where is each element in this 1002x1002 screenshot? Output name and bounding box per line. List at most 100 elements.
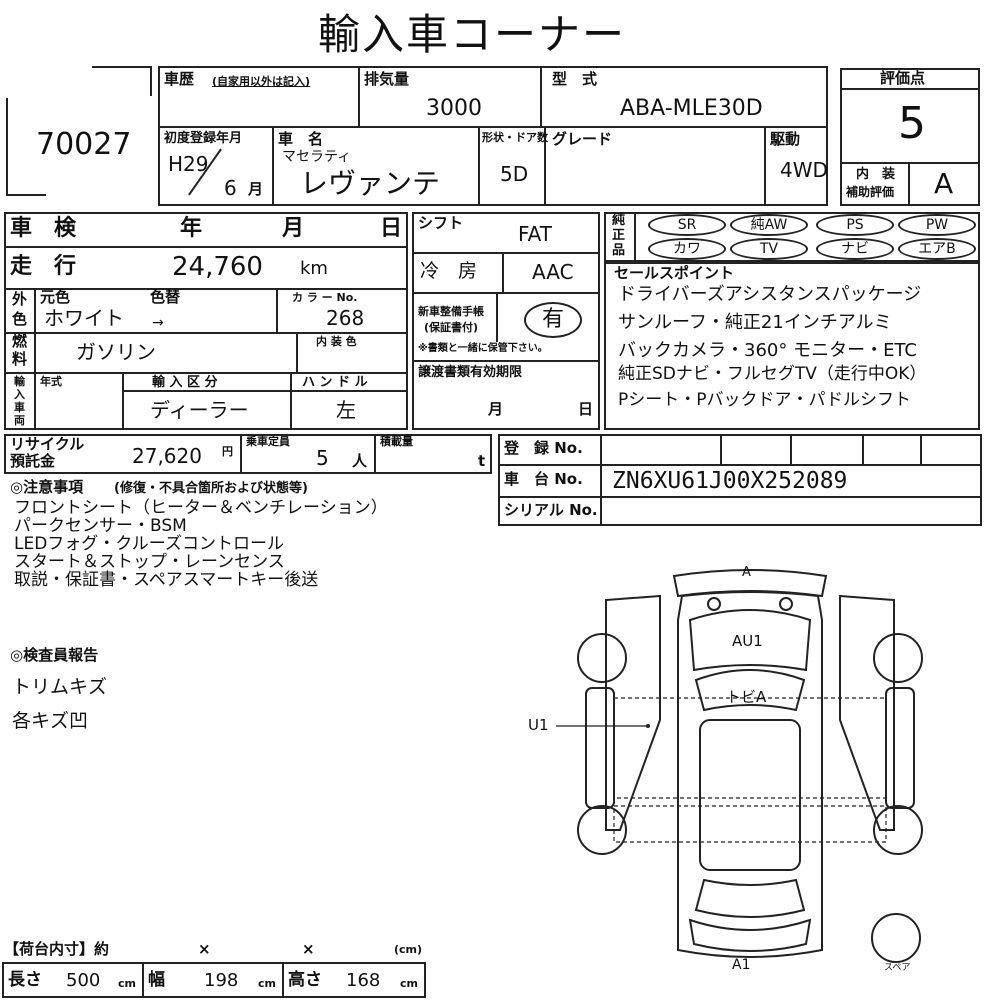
diagram-mark-hood: AU1 [732, 632, 763, 650]
length-unit: cm [118, 977, 136, 990]
history-note: (自家用以外は記入) [212, 75, 311, 88]
fuel-side-2: 料 [12, 350, 28, 368]
color-side-1: 外 [12, 290, 28, 308]
capacity-value: 5 [316, 446, 329, 470]
recycle-value: 27,620 [132, 444, 202, 468]
fuel-side-1: 燃 [12, 332, 28, 350]
aircon-value: AAC [532, 260, 574, 284]
equip-sr: SR [648, 214, 726, 236]
maintenance-label-1: 新車整備手帳 [418, 305, 484, 318]
import-side-4: 両 [14, 414, 25, 427]
registration-label: 登 録 No. [504, 439, 583, 457]
grade-label: グレード [552, 130, 613, 148]
lot-bracket-left [6, 98, 8, 196]
equip-ps: PS [816, 214, 894, 236]
mileage-value: 24,760 [172, 252, 263, 282]
equipment-label-1: 純 [612, 213, 626, 228]
sales-point-line: ドライバーズアシスタンスパッケージ [618, 284, 922, 305]
shift-value: FAT [518, 222, 553, 246]
height-label: 高さ [288, 970, 322, 990]
car-maker: マセラティ [282, 149, 352, 165]
lot-number: 70027 [36, 127, 132, 162]
inspection-day: 日 [380, 216, 403, 241]
car-damage-diagram [556, 569, 923, 963]
interior-score: A [934, 167, 954, 200]
import-year-label: 年式 [40, 375, 62, 388]
fuel-value: ガソリン [76, 340, 156, 364]
note-line: LEDフォグ・クルーズコントロール [14, 534, 284, 554]
displacement-label: 排気量 [364, 70, 410, 88]
equip-leather: カワ [648, 238, 726, 260]
height-unit: cm [400, 977, 418, 990]
equip-pw: PW [898, 214, 976, 236]
capacity-unit: 人 [352, 452, 368, 470]
serial-label: シリアル No. [504, 501, 598, 519]
inspection-month: 月 [282, 216, 305, 241]
inspector-heading: ◎検査員報告 [10, 646, 99, 664]
width-label: 幅 [148, 970, 165, 990]
model-code-value: ABA-MLE30D [620, 96, 763, 121]
inspection-table [4, 212, 408, 430]
shift-table [412, 212, 600, 430]
diagram-mark-front: A [742, 565, 751, 580]
note-line: フロントシート（ヒーター＆ベンチレーション） [14, 498, 388, 518]
vehicle-info-table [158, 66, 828, 206]
width-value: 198 [204, 970, 239, 991]
lot-bracket-bottom [6, 194, 46, 196]
spare-tire-label: スペア [884, 963, 911, 973]
color-code-value: 268 [326, 306, 365, 330]
import-class-value: ディーラー [150, 398, 249, 422]
load-unit: t [478, 452, 486, 470]
cargo-x-1: × [198, 940, 211, 958]
recycle-row [4, 434, 492, 474]
car-name-label: 車 名 [278, 130, 324, 148]
transfer-docs-label: 譲渡書類有効期限 [418, 365, 523, 380]
equipment-box [604, 212, 980, 262]
length-value: 500 [66, 970, 101, 991]
capacity-label: 乗車定員 [246, 435, 290, 448]
mileage-label: 走 行 [10, 254, 77, 279]
cargo-x-2: × [302, 940, 315, 958]
orig-color-label: 元色 [40, 288, 71, 306]
first-reg-label: 初度登録年月 [164, 131, 243, 146]
note-line: スタート＆ストップ・レーンセンス [14, 552, 285, 572]
rating-score: 5 [898, 98, 926, 149]
sales-point-line: サンルーフ・純正21インチアルミ [618, 312, 892, 333]
equip-navi: ナビ [816, 238, 894, 260]
color-side-2: 色 [12, 310, 28, 328]
handle-value: 左 [336, 398, 356, 422]
length-label: 長さ [8, 970, 42, 990]
notes-heading-sub: (修復・不具合箇所および状態等) [114, 481, 308, 496]
import-side-2: 入 [14, 388, 25, 401]
history-label: 車歴 [164, 70, 195, 88]
diagram-mark-rear: A1 [732, 957, 751, 973]
page-title: 輸入車コーナー [318, 10, 627, 59]
equip-airbag: エアB [898, 238, 976, 260]
cargo-unit: (cm) [394, 943, 423, 956]
recycle-label-1: リサイクル [10, 435, 85, 453]
diagram-mark-windshield: トビA [726, 688, 767, 706]
sales-points-box [604, 262, 980, 430]
color-code-label: カ ラ ー No. [292, 291, 358, 304]
sales-point-line: バックカメラ・360° モニター・ETC [618, 340, 917, 361]
diagram-mark-side: U1 [528, 716, 549, 734]
car-name: レヴァンテ [300, 167, 441, 200]
equipment-label-2: 正 [612, 228, 626, 243]
sales-point-line: 純正SDナビ・フルセグTV（走行中OK） [618, 364, 927, 384]
chassis-label: 車 台 No. [504, 470, 583, 488]
registration-table [498, 434, 982, 526]
rating-box [840, 68, 980, 206]
handle-label: ハ ン ド ル [302, 375, 368, 390]
maintenance-note: ※書類と一緒に保管下さい。 [418, 343, 548, 354]
note-line: 取説・保証書・スペアスマートキー後送 [14, 570, 319, 590]
displacement-value: 3000 [426, 96, 482, 121]
inspection-label: 車 検 [10, 216, 77, 241]
import-class-label: 輸 入 区 分 [152, 375, 218, 390]
interior-label-1: 内 装 [856, 167, 896, 182]
equip-tv: TV [730, 238, 808, 260]
first-reg-month: 6 [224, 176, 237, 200]
mileage-unit: km [300, 258, 328, 279]
orig-color-value: ホワイト [44, 306, 124, 330]
maintenance-label-2: (保証書付) [424, 321, 479, 334]
